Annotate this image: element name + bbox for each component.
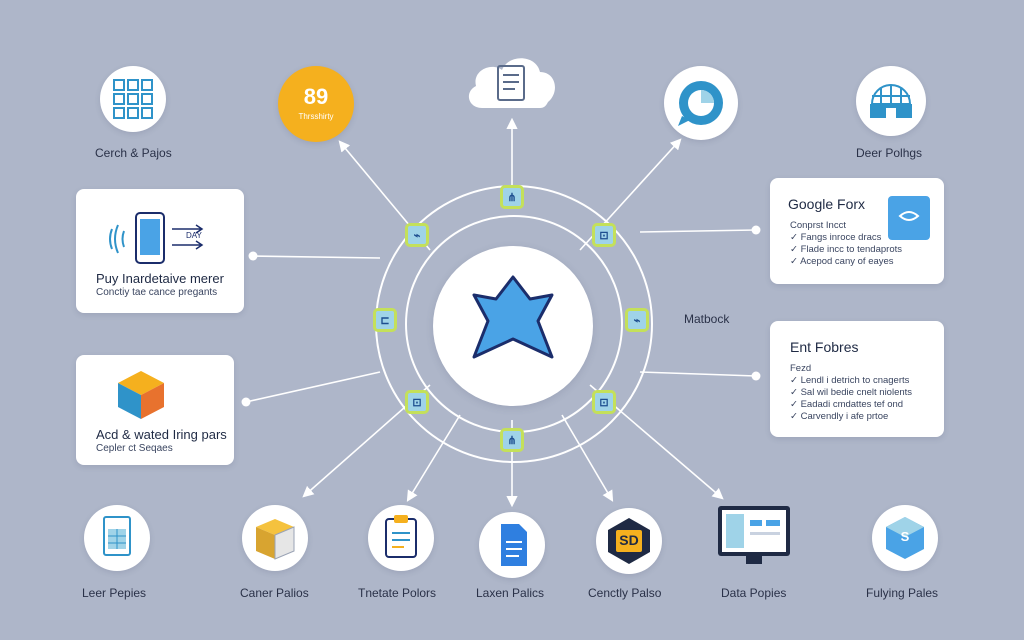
spreadsheet-icon[interactable] [84, 505, 150, 571]
phone-icon [109, 212, 204, 264]
badge-icon[interactable]: SD [596, 508, 662, 574]
chat-chart-icon[interactable] [664, 66, 738, 140]
score-value: 89 [303, 84, 329, 109]
bottom-label: Leer Pepies [82, 586, 147, 600]
ent-card-line: ✓ Eadadi cmdattes tef ond [790, 399, 904, 410]
bottom-label: Data Popies [721, 586, 787, 600]
star-shape-icon [472, 275, 554, 359]
globe-label: Deer Polhgs [856, 146, 923, 160]
ring-node-right[interactable]: ⌁ [625, 308, 649, 332]
right-label: Matbock [684, 312, 730, 326]
ring-node-top-right[interactable]: ⊡ [592, 223, 616, 247]
phone-card-tag: DAY [186, 231, 202, 240]
score-badge[interactable]: 89 Thrsshirty [278, 66, 354, 142]
bottom-label: Fulying Pales [866, 586, 939, 600]
box-card-title: Acd & wated Iring pars [96, 427, 227, 442]
monitor-icon[interactable] [716, 504, 792, 570]
ent-card-title: Ent Fobres [790, 339, 859, 355]
badge-text: SD [619, 532, 639, 548]
box-card-subtitle: Cepler ct Seqaes [96, 443, 173, 454]
ring-node-glyph: ⌁ [633, 314, 641, 327]
folder-icon [888, 196, 930, 240]
ring-node-glyph: ⊡ [599, 396, 609, 409]
phone-card[interactable]: DAY Puy Inardetaive merer Conctiy tae ca… [76, 189, 244, 313]
bottom-label: Tnetate Polors [358, 586, 437, 600]
ring-node-bottom-left[interactable]: ⊡ [405, 390, 429, 414]
cloud-document-icon[interactable] [462, 48, 562, 112]
cube-badge-text: S [900, 529, 910, 544]
google-card-title: Google Forx [788, 196, 866, 212]
ring-node-bottom[interactable]: ⋔ [500, 428, 524, 452]
clipboard-icon[interactable] [368, 505, 434, 571]
grid-label: Cerch & Pajos [95, 146, 172, 160]
google-forms-card[interactable]: Google Forx Conprst Incct ✓ Fangs inroce… [770, 178, 944, 284]
google-card-line: ✓ Flade incc to tendaprots [790, 244, 902, 255]
bottom-label: Laxen Palics [476, 586, 545, 600]
ring-node-glyph: ⊡ [599, 229, 609, 242]
cube-icon[interactable]: S [872, 505, 938, 571]
ring-node-top-left[interactable]: ⌁ [405, 223, 429, 247]
ring-node-glyph: ⋔ [507, 191, 517, 204]
ent-card-line: ✓ Lendl i detrich to cnagerts [790, 375, 910, 386]
ring-node-glyph: ⌁ [413, 229, 421, 242]
globe-building-icon[interactable] [856, 66, 926, 136]
ent-card-line: ✓ Carvendly i afe prtoe [790, 411, 889, 422]
google-card-line: Conprst Incct [790, 220, 846, 231]
ent-card-line: ✓ Sal wil bedie cnelt niolents [790, 387, 913, 398]
ent-card-line: Fezd [790, 363, 812, 374]
box-card[interactable]: Acd & wated Iring pars Cepler ct Seqaes [76, 355, 234, 465]
phone-card-subtitle: Conctiy tae cance pregants [96, 287, 218, 298]
ring-node-bottom-right[interactable]: ⊡ [592, 390, 616, 414]
ent-fobres-card[interactable]: Ent Fobres Fezd ✓ Lendl i detrich to cna… [770, 321, 944, 437]
cube-icon [118, 371, 164, 419]
ring-node-left[interactable]: ⊏ [373, 308, 397, 332]
google-card-line: ✓ Acepod cany of eayes [790, 256, 894, 267]
score-caption: Thrsshirty [298, 112, 334, 121]
phone-card-title: Puy Inardetaive merer [96, 271, 224, 286]
ring-node-glyph: ⊡ [412, 396, 422, 409]
bottom-label: Cenctly Palso [588, 586, 662, 600]
ring-node-glyph: ⊏ [380, 314, 390, 327]
bottom-label: Caner Palios [240, 586, 309, 600]
ring-node-top[interactable]: ⋔ [500, 185, 524, 209]
ring-node-glyph: ⋔ [507, 434, 517, 447]
box-icon[interactable] [242, 505, 308, 571]
google-card-line: ✓ Fangs inroce dracs [790, 232, 882, 243]
grid-tiles-icon[interactable] [100, 66, 166, 132]
document-icon[interactable] [479, 512, 545, 578]
